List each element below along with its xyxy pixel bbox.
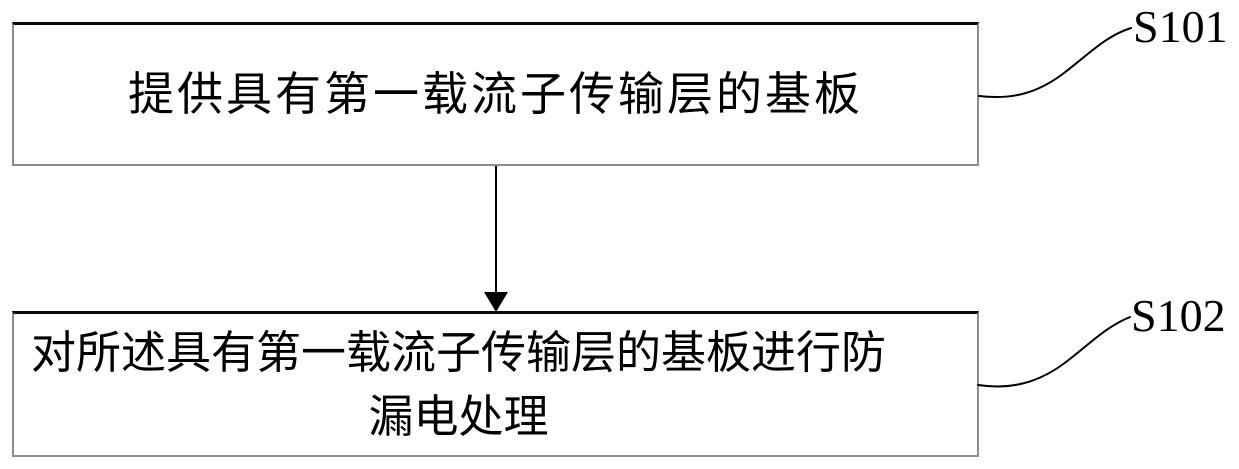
flow-arrow-line xyxy=(495,166,497,293)
step-ref-s101: S101 xyxy=(1133,1,1228,52)
flow-step-box-2: 对所述具有第一载流子传输层的基板进行防漏电处理 xyxy=(12,311,979,457)
arrow-down-icon xyxy=(484,292,508,312)
leader-curve-s101 xyxy=(978,27,1132,99)
step-ref-s102: S102 xyxy=(1131,290,1226,341)
flow-step-1-text: 提供具有第一载流子传输层的基板 xyxy=(128,68,863,120)
leader-curve-s102 xyxy=(977,316,1131,388)
flow-step-2-text: 对所述具有第一载流子传输层的基板进行防漏电处理 xyxy=(30,327,886,442)
flow-step-box-1: 提供具有第一载流子传输层的基板 xyxy=(12,22,979,166)
